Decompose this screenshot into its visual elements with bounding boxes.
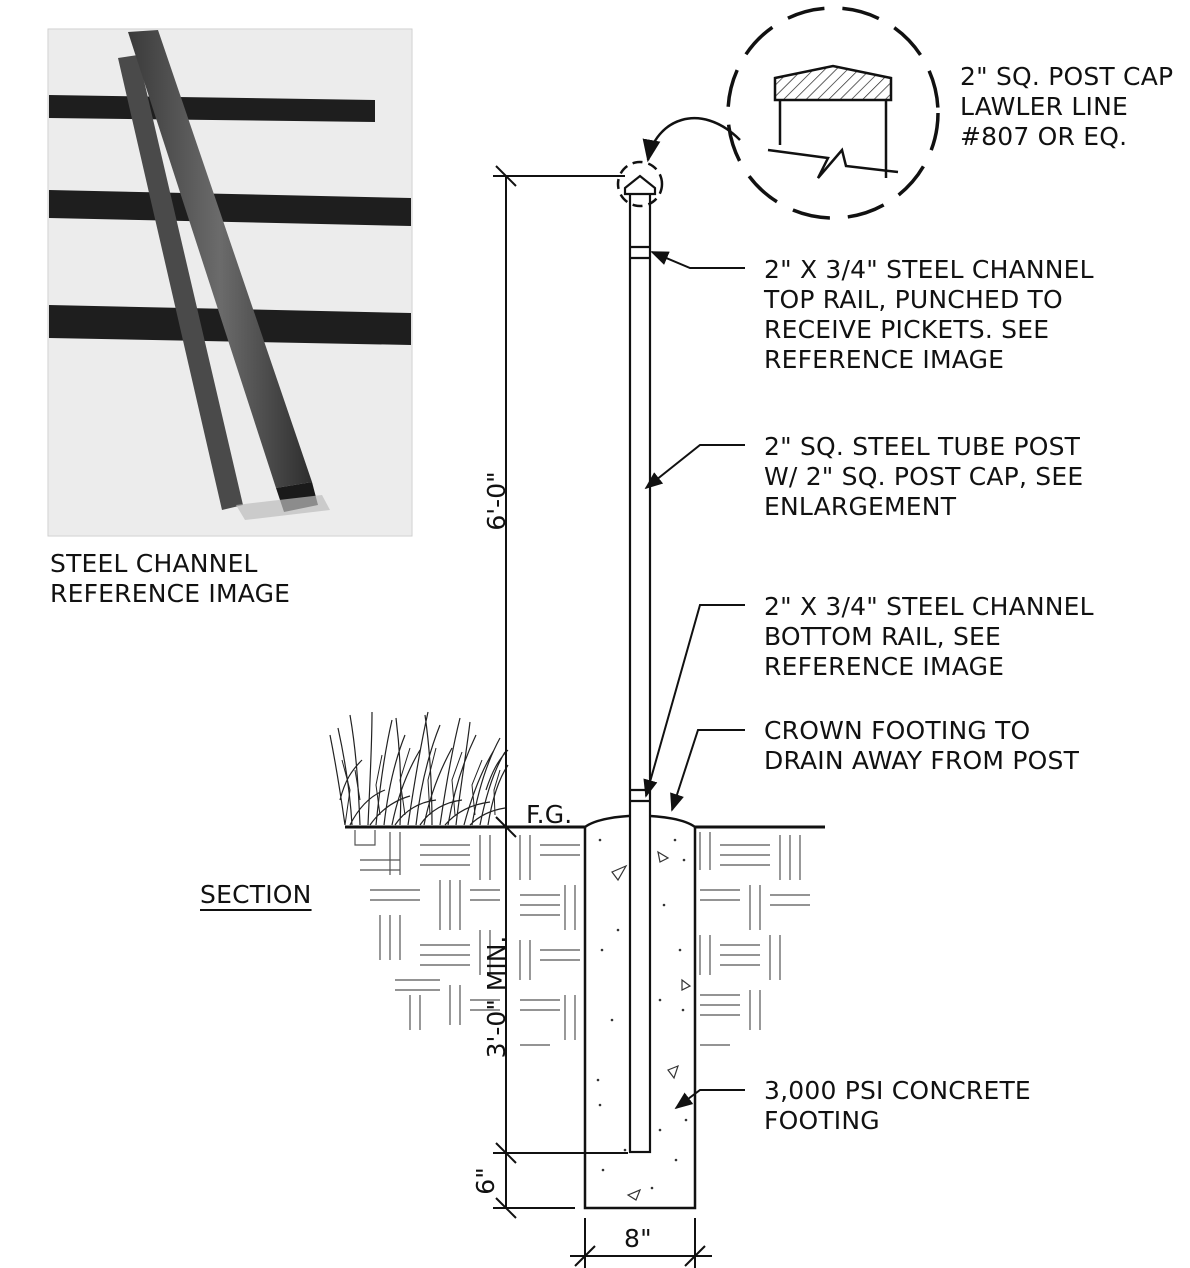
callout-crown-footing: CROWN FOOTING TO DRAIN AWAY FROM POST <box>764 716 1079 776</box>
reference-caption-line-1: STEEL CHANNEL <box>50 549 258 578</box>
callout-tube-post: 2" SQ. STEEL TUBE POST W/ 2" SQ. POST CA… <box>764 432 1083 522</box>
callout-top-rail-line-3: RECEIVE PICKETS. SEE <box>764 315 1050 344</box>
callout-post-cap-line-1: 2" SQ. POST CAP <box>960 62 1174 91</box>
callout-tube-post-line-3: ENLARGEMENT <box>764 492 957 521</box>
callout-bottom-rail: 2" X 3/4" STEEL CHANNEL BOTTOM RAIL, SEE… <box>764 592 1094 682</box>
callout-tube-post-line-1: 2" SQ. STEEL TUBE POST <box>764 432 1081 461</box>
callout-top-rail-line-2: TOP RAIL, PUNCHED TO <box>764 285 1063 314</box>
dimension-footing-width: 8" <box>624 1224 652 1253</box>
reference-caption-line-2: REFERENCE IMAGE <box>50 579 291 608</box>
dimension-footing-below: 6" <box>471 1167 500 1195</box>
callout-post-cap-line-2: LAWLER LINE <box>960 92 1128 121</box>
callout-bottom-rail-line-2: BOTTOM RAIL, SEE <box>764 622 1002 651</box>
callout-crown-line-1: CROWN FOOTING TO <box>764 716 1031 745</box>
post-cap-enlargement <box>726 6 940 220</box>
reference-image-caption: STEEL CHANNEL REFERENCE IMAGE <box>50 549 290 609</box>
callout-top-rail-line-1: 2" X 3/4" STEEL CHANNEL <box>764 255 1094 284</box>
callout-concrete-footing: 3,000 PSI CONCRETE FOOTING <box>764 1076 1031 1136</box>
callout-top-rail-line-4: REFERENCE IMAGE <box>764 345 1005 374</box>
callout-top-rail: 2" X 3/4" STEEL CHANNEL TOP RAIL, PUNCHE… <box>764 255 1094 375</box>
soil-hatch <box>354 830 810 1046</box>
callout-bottom-rail-line-3: REFERENCE IMAGE <box>764 652 1005 681</box>
callout-concrete-line-2: FOOTING <box>764 1106 880 1135</box>
dimension-lines <box>493 165 712 1268</box>
callout-concrete-line-1: 3,000 PSI CONCRETE <box>764 1076 1031 1105</box>
callout-tube-post-line-2: W/ 2" SQ. POST CAP, SEE <box>764 462 1084 491</box>
steel-channel-reference-photo <box>47 28 413 537</box>
callout-post-cap-line-3: #807 OR EQ. <box>960 122 1128 151</box>
callout-crown-line-2: DRAIN AWAY FROM POST <box>764 746 1080 775</box>
finished-grade-label: F.G. <box>526 800 573 829</box>
dimension-post-height: 6'-0" <box>482 471 511 531</box>
callout-bottom-rail-line-1: 2" X 3/4" STEEL CHANNEL <box>764 592 1094 621</box>
post-cap-detail-marker <box>616 116 741 208</box>
steel-tube-post <box>623 174 657 1154</box>
callout-post-cap: 2" SQ. POST CAP LAWLER LINE #807 OR EQ. <box>960 62 1173 152</box>
grass-shrub <box>329 711 509 826</box>
section-label: SECTION <box>200 880 312 909</box>
dimension-embed-depth: 3'-0" MIN. <box>482 935 511 1059</box>
callout-leaders <box>643 251 745 1110</box>
